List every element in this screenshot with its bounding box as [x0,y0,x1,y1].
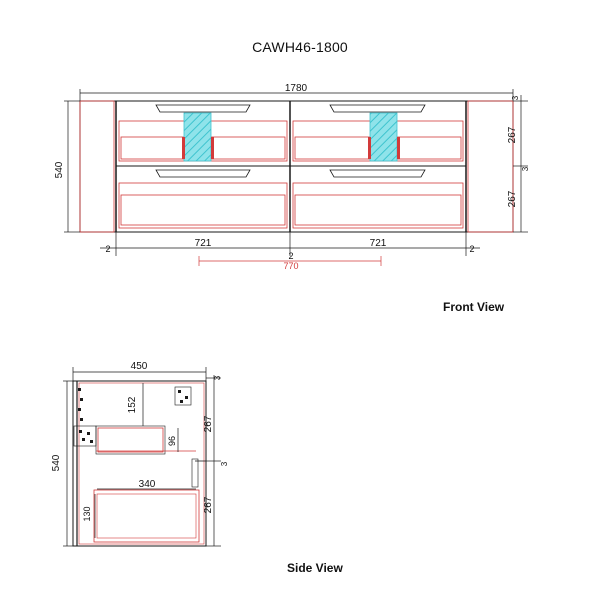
front-view-cabinet [79,100,514,233]
dim-front-upper-drawer: 267 [507,126,518,143]
plumbing-cutout-left [183,112,212,162]
dim-lower-inner-width: 340 [139,479,156,490]
dim-side-depth: 450 [131,361,148,372]
dim-side-upper-drawer: 267 [203,415,214,432]
front-dimension-labels: 1780 540 3 267 3 267 2 721 2 721 2 770 [54,83,530,271]
dim-lower-inner-height: 130 [82,506,92,521]
inner-drawer [97,427,164,453]
fixing-block [73,425,97,447]
dim-left-module: 721 [195,238,212,249]
dim-side-lower-drawer: 267 [203,496,214,513]
dim-right-module: 721 [370,238,387,249]
dim-side-top-gap: 3 [213,375,222,380]
dim-upper-inner: 152 [127,396,138,413]
side-dimensions [63,367,221,547]
side-view-label: Side View [287,561,343,575]
side-cabinet-outline [72,380,207,547]
plumbing-cutout-right [369,112,398,162]
dim-left-side-gap: 2 [105,244,110,254]
dim-right-side-gap: 2 [469,244,474,254]
side-view-cabinet [72,380,207,547]
handle-recess [155,104,251,113]
right-side-panel [467,100,514,233]
dim-front-top-gap: 3 [511,95,520,100]
dim-front-lower-drawer: 267 [507,190,518,207]
side-dimension-labels: 450 3 540 152 96 267 3 267 340 130 [51,361,229,522]
dim-center-gap: 2 [288,251,293,261]
dim-front-middle-gap: 3 [521,166,530,171]
front-dimensions [64,89,528,266]
handle-recess [329,104,426,113]
dim-basin-span: 770 [283,261,298,271]
dim-inner-drawer: 96 [167,436,177,446]
front-view-label: Front View [443,300,505,314]
dim-side-height: 540 [51,454,62,471]
lower-right-drawer [292,169,464,229]
handle-recess [155,169,251,178]
lower-left-drawer [118,169,288,229]
dim-side-middle-gap: 3 [220,461,229,466]
product-code-title: CAWH46-1800 [252,39,348,55]
left-side-panel [79,100,115,233]
dim-overall-width: 1780 [285,83,308,94]
lower-drawer-box [93,489,200,543]
fixing-block [174,386,192,406]
handle-recess [329,169,426,178]
dim-front-height: 540 [54,161,65,178]
